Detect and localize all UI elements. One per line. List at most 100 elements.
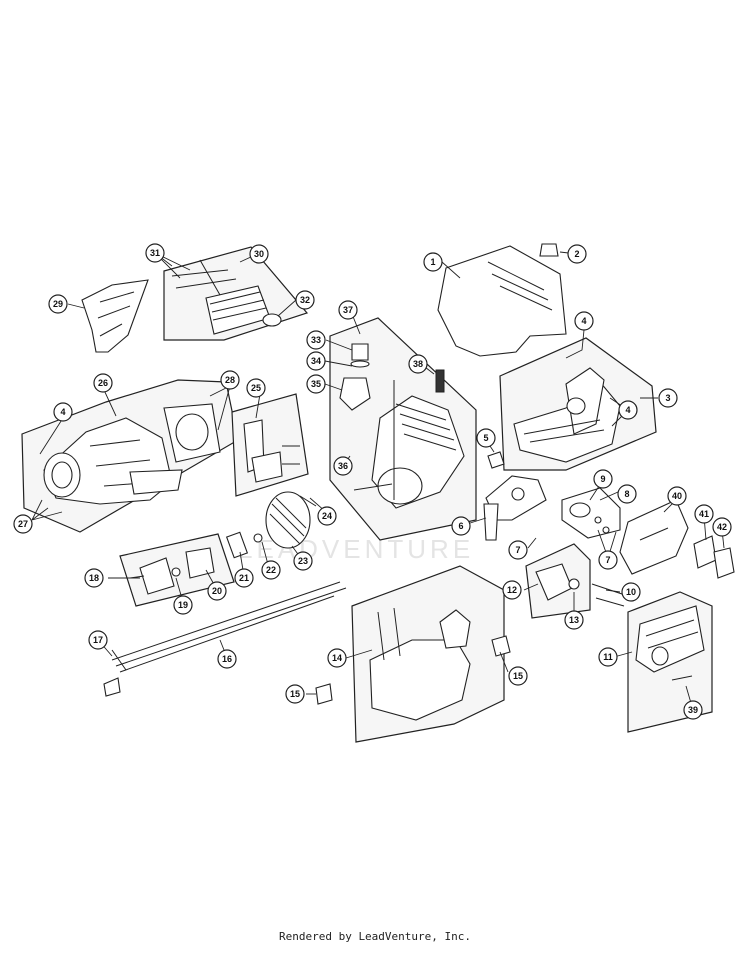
callout-9: 9 bbox=[593, 469, 613, 489]
fan-housing-group bbox=[21, 379, 239, 533]
svg-text:26: 26 bbox=[98, 378, 108, 388]
svg-text:6: 6 bbox=[458, 521, 463, 531]
svg-text:38: 38 bbox=[413, 359, 423, 369]
svg-text:15: 15 bbox=[513, 671, 523, 681]
leader-lines bbox=[31, 251, 725, 711]
callout-22: 22 bbox=[261, 560, 281, 580]
callout-8: 8 bbox=[617, 484, 637, 504]
carburetor-adapter-group bbox=[561, 487, 621, 539]
svg-text:10: 10 bbox=[626, 587, 636, 597]
svg-text:4: 4 bbox=[60, 407, 65, 417]
callout-20: 20 bbox=[207, 581, 227, 601]
svg-text:5: 5 bbox=[483, 433, 488, 443]
svg-text:14: 14 bbox=[332, 653, 342, 663]
callout-3: 3 bbox=[658, 388, 678, 408]
callout-14: 14 bbox=[327, 648, 347, 668]
callout-40: 40 bbox=[667, 486, 687, 506]
svg-text:32: 32 bbox=[300, 295, 310, 305]
svg-text:17: 17 bbox=[93, 635, 103, 645]
svg-text:4: 4 bbox=[581, 316, 586, 326]
svg-text:23: 23 bbox=[298, 556, 308, 566]
svg-text:25: 25 bbox=[251, 383, 261, 393]
svg-text:40: 40 bbox=[672, 491, 682, 501]
svg-text:3: 3 bbox=[665, 393, 670, 403]
svg-text:16: 16 bbox=[222, 654, 232, 664]
flywheel-group bbox=[225, 491, 317, 559]
svg-text:31: 31 bbox=[150, 248, 160, 258]
svg-text:12: 12 bbox=[507, 585, 517, 595]
svg-text:11: 11 bbox=[603, 652, 613, 662]
callout-39: 39 bbox=[683, 700, 703, 720]
callout-34: 34 bbox=[306, 351, 326, 371]
svg-text:24: 24 bbox=[322, 511, 332, 521]
svg-text:2: 2 bbox=[574, 249, 579, 259]
callout-21: 21 bbox=[234, 568, 254, 588]
svg-text:7: 7 bbox=[515, 545, 520, 555]
ignition-module-group bbox=[231, 393, 309, 497]
svg-text:1: 1 bbox=[430, 257, 435, 267]
svg-text:36: 36 bbox=[338, 461, 348, 471]
callout-36: 36 bbox=[333, 456, 353, 476]
callout-37: 37 bbox=[338, 300, 358, 320]
svg-text:39: 39 bbox=[688, 705, 698, 715]
callout-13: 13 bbox=[564, 610, 584, 630]
callout-4c: 4 bbox=[53, 402, 73, 422]
callout-23: 23 bbox=[293, 551, 313, 571]
callout-19: 19 bbox=[173, 595, 193, 615]
callout-7b: 7 bbox=[598, 550, 618, 570]
svg-text:34: 34 bbox=[311, 356, 321, 366]
starter-housing-group bbox=[499, 337, 657, 471]
callout-25: 25 bbox=[246, 378, 266, 398]
blower-cover-part bbox=[81, 279, 149, 353]
svg-text:33: 33 bbox=[311, 335, 321, 345]
svg-text:28: 28 bbox=[225, 375, 235, 385]
callout-26: 26 bbox=[93, 373, 113, 393]
callout-28: 28 bbox=[220, 370, 240, 390]
callout-17: 17 bbox=[88, 630, 108, 650]
throttle-cable-group bbox=[103, 581, 347, 697]
clutch-group bbox=[119, 533, 235, 607]
svg-text:35: 35 bbox=[311, 379, 321, 389]
svg-text:30: 30 bbox=[254, 249, 264, 259]
callout-27: 27 bbox=[13, 514, 33, 534]
svg-text:15: 15 bbox=[290, 689, 300, 699]
callout-10: 10 bbox=[621, 582, 641, 602]
callout-11: 11 bbox=[598, 647, 618, 667]
callout-35: 35 bbox=[306, 374, 326, 394]
air-box-group bbox=[163, 246, 309, 341]
callout-15a: 15 bbox=[285, 684, 305, 704]
callout-42: 42 bbox=[712, 517, 732, 537]
svg-text:8: 8 bbox=[624, 489, 629, 499]
callout-1: 1 bbox=[423, 252, 443, 272]
callout-2: 2 bbox=[567, 244, 587, 264]
callout-5: 5 bbox=[476, 428, 496, 448]
callout-30: 30 bbox=[249, 244, 269, 264]
callout-7a: 7 bbox=[508, 540, 528, 560]
svg-text:18: 18 bbox=[89, 573, 99, 583]
callout-33: 33 bbox=[306, 330, 326, 350]
svg-text:20: 20 bbox=[212, 586, 222, 596]
svg-text:41: 41 bbox=[699, 509, 709, 519]
svg-text:4: 4 bbox=[625, 405, 630, 415]
callout-18: 18 bbox=[84, 568, 104, 588]
engine-cover-group bbox=[437, 243, 567, 357]
callout-15b: 15 bbox=[508, 666, 528, 686]
svg-text:9: 9 bbox=[600, 474, 605, 484]
carburetor-group bbox=[525, 543, 591, 619]
callout-16: 16 bbox=[217, 649, 237, 669]
callout-32: 32 bbox=[295, 290, 315, 310]
svg-text:7: 7 bbox=[605, 555, 610, 565]
throttle-bracket-group bbox=[483, 475, 547, 541]
gasket-part bbox=[487, 451, 505, 469]
svg-text:19: 19 bbox=[178, 600, 188, 610]
svg-text:29: 29 bbox=[53, 299, 63, 309]
svg-text:42: 42 bbox=[717, 522, 727, 532]
callout-4a: 4 bbox=[574, 311, 594, 331]
callout-24: 24 bbox=[317, 506, 337, 526]
svg-text:21: 21 bbox=[239, 573, 249, 583]
svg-text:37: 37 bbox=[343, 305, 353, 315]
callout-6: 6 bbox=[451, 516, 471, 536]
fuel-tank-group bbox=[315, 565, 511, 743]
callout-31: 31 bbox=[145, 243, 165, 263]
